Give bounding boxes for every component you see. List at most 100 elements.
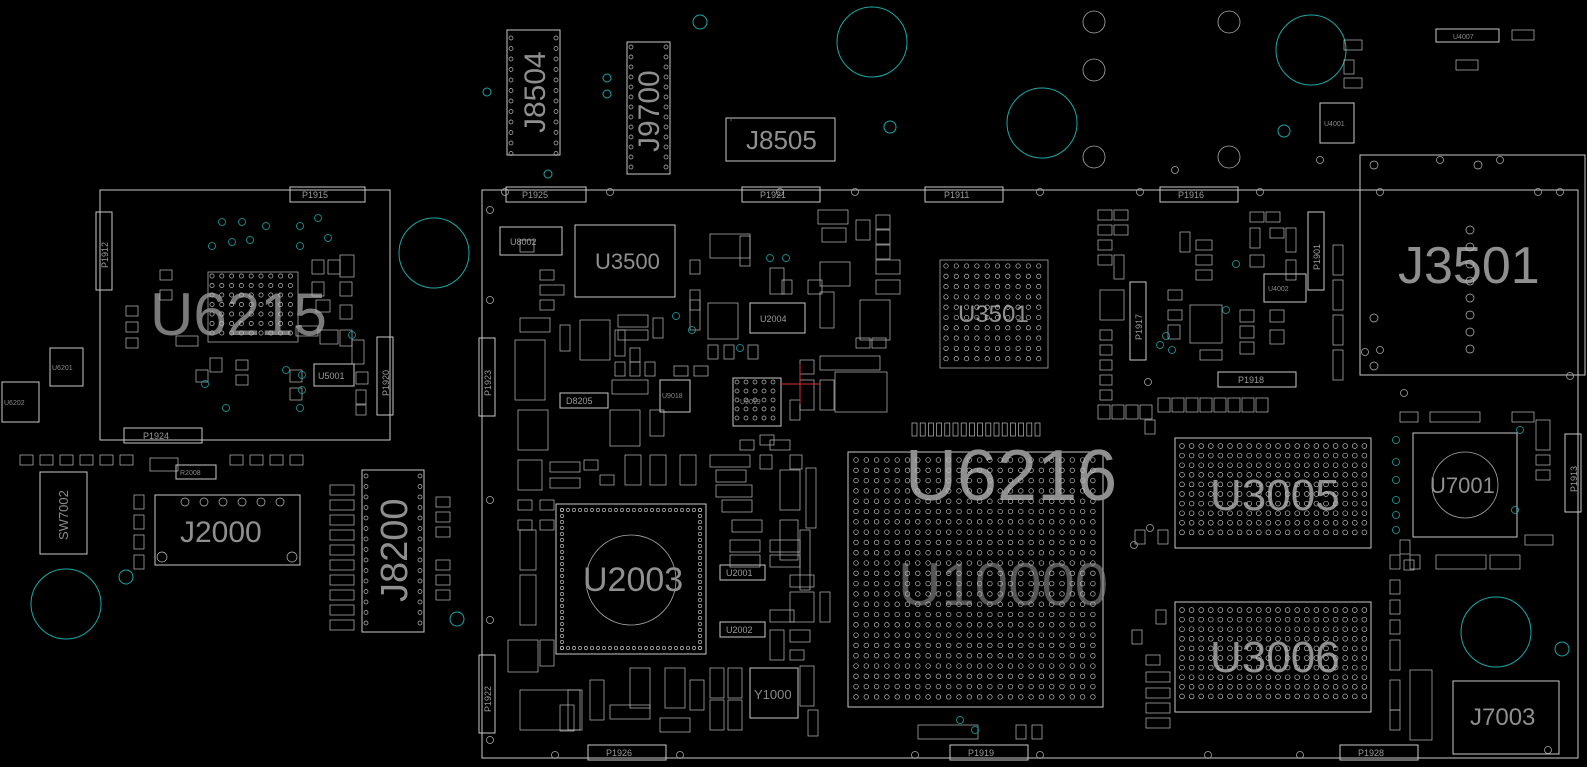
pad bbox=[1038, 632, 1045, 638]
pad bbox=[915, 560, 921, 566]
pad bbox=[1090, 642, 1096, 649]
pad bbox=[229, 292, 235, 298]
pad bbox=[650, 508, 654, 512]
pad bbox=[1236, 443, 1243, 449]
smd-part bbox=[149, 457, 179, 472]
pad bbox=[1069, 457, 1075, 463]
pad bbox=[966, 467, 972, 473]
pad bbox=[680, 646, 684, 650]
pad bbox=[248, 302, 254, 307]
pad bbox=[873, 632, 880, 638]
pad bbox=[1313, 500, 1320, 507]
pad bbox=[743, 406, 749, 412]
pad bbox=[894, 477, 900, 484]
pad bbox=[1342, 645, 1348, 652]
pad bbox=[1256, 645, 1262, 652]
pad bbox=[1059, 467, 1065, 473]
smd-part bbox=[517, 459, 543, 491]
pad bbox=[229, 273, 235, 279]
pad bbox=[853, 683, 859, 690]
pad bbox=[956, 477, 962, 484]
pad bbox=[1028, 601, 1034, 607]
pad bbox=[925, 539, 931, 546]
pad bbox=[915, 529, 921, 535]
pad bbox=[873, 580, 880, 587]
pad bbox=[964, 263, 970, 269]
pad bbox=[946, 663, 952, 669]
pad bbox=[1323, 607, 1329, 613]
pad bbox=[620, 508, 624, 512]
pad bbox=[628, 94, 634, 100]
pad bbox=[1018, 519, 1024, 525]
pad bbox=[1007, 601, 1014, 607]
smd-part bbox=[723, 344, 735, 360]
pad bbox=[663, 74, 669, 80]
pad bbox=[1246, 616, 1252, 623]
pad bbox=[1007, 611, 1014, 618]
smd-part bbox=[1155, 609, 1167, 625]
pad bbox=[209, 311, 215, 317]
u6216-label: U6216 bbox=[905, 436, 1117, 516]
pad bbox=[873, 508, 880, 515]
pad bbox=[925, 591, 931, 597]
pad bbox=[1323, 481, 1329, 488]
pad bbox=[894, 508, 900, 515]
pad bbox=[258, 302, 264, 307]
pad bbox=[698, 556, 702, 560]
pad bbox=[1198, 481, 1204, 488]
pad bbox=[1179, 616, 1185, 623]
via bbox=[782, 254, 790, 262]
pad bbox=[987, 519, 993, 525]
pad bbox=[698, 538, 702, 542]
smd-part bbox=[1285, 227, 1297, 253]
smd-part bbox=[289, 454, 304, 466]
pad bbox=[915, 611, 921, 618]
pad bbox=[904, 601, 911, 607]
pad bbox=[946, 550, 952, 556]
pad bbox=[1179, 462, 1185, 468]
pad bbox=[976, 663, 983, 669]
pad bbox=[1323, 472, 1329, 478]
pad bbox=[1018, 550, 1024, 556]
pad bbox=[956, 642, 962, 649]
pad bbox=[894, 467, 900, 473]
pad bbox=[229, 283, 235, 288]
pad bbox=[1036, 345, 1042, 351]
smd-part bbox=[819, 261, 851, 287]
smd-part bbox=[1524, 534, 1554, 546]
smd-part bbox=[125, 305, 139, 317]
smd-part bbox=[617, 329, 649, 341]
pad bbox=[946, 580, 952, 587]
pad bbox=[943, 325, 949, 331]
pad bbox=[1465, 259, 1475, 269]
pad bbox=[1038, 477, 1045, 484]
pad bbox=[1275, 472, 1281, 478]
smd-part bbox=[517, 519, 533, 531]
pad bbox=[1208, 500, 1214, 507]
pad bbox=[578, 508, 582, 512]
pad bbox=[1275, 655, 1281, 661]
pad bbox=[560, 556, 564, 560]
pad bbox=[997, 694, 1003, 700]
smd-part bbox=[119, 454, 134, 466]
hole bbox=[1217, 145, 1241, 169]
pad bbox=[698, 622, 702, 626]
smd-part bbox=[355, 371, 369, 385]
pad bbox=[1188, 693, 1195, 700]
via bbox=[201, 380, 209, 388]
smd-part bbox=[1111, 404, 1125, 420]
pad bbox=[1049, 519, 1055, 525]
pad bbox=[1265, 636, 1272, 642]
pad bbox=[1049, 498, 1055, 504]
pad bbox=[209, 321, 215, 326]
pad bbox=[1352, 529, 1358, 536]
pad bbox=[553, 56, 559, 62]
pad bbox=[1015, 356, 1021, 362]
pad bbox=[1275, 529, 1281, 536]
pad bbox=[1028, 694, 1034, 700]
pad bbox=[1256, 636, 1262, 642]
pad bbox=[1342, 693, 1348, 700]
pad bbox=[363, 557, 369, 563]
pad bbox=[894, 673, 900, 679]
pad bbox=[1028, 560, 1034, 566]
